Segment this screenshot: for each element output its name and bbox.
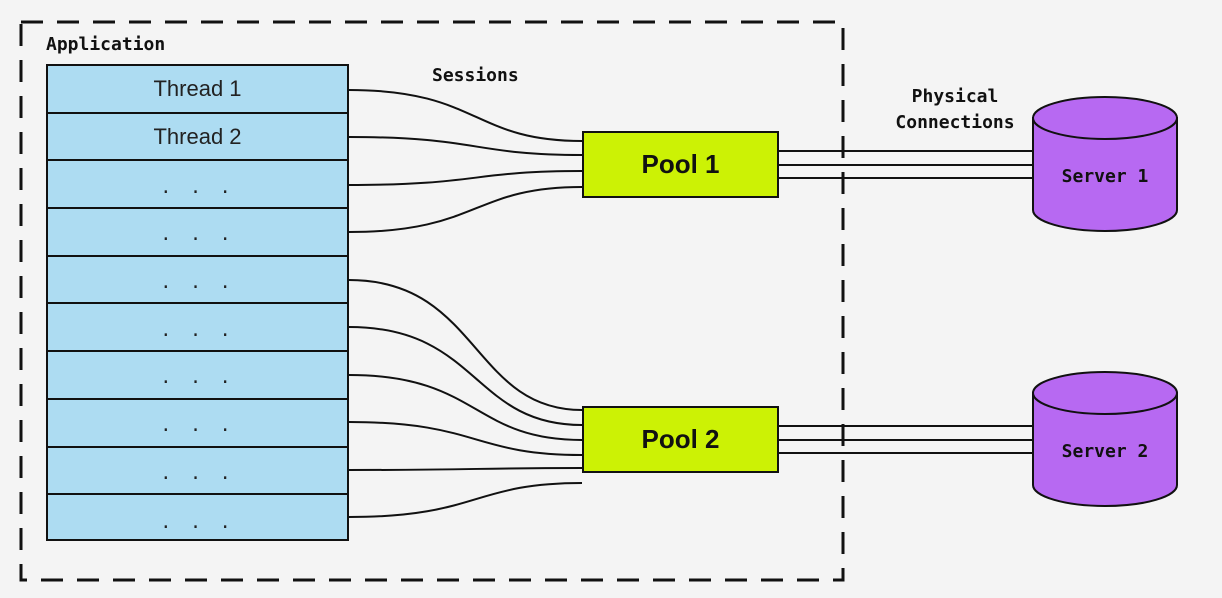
server-2-label: Server 2 <box>1061 441 1149 462</box>
pool-1-box: Pool 1 <box>582 131 779 198</box>
thread-list: Thread 1 Thread 2 . . . . . . . . . . . … <box>46 64 349 541</box>
thread-row: . . . <box>48 257 347 305</box>
physical-connection-lines <box>779 150 1033 454</box>
session-line <box>348 136 583 156</box>
application-label: Application <box>46 34 166 55</box>
session-line <box>348 279 583 411</box>
session-line <box>348 89 583 142</box>
session-line <box>348 326 583 426</box>
thread-row: . . . <box>48 352 347 400</box>
session-line <box>348 186 583 233</box>
session-line <box>348 482 583 518</box>
session-line <box>348 467 583 471</box>
session-line <box>348 374 583 441</box>
thread-row: Thread 1 <box>48 66 347 114</box>
physical-connections-label: Physical Connections <box>880 84 1030 136</box>
session-lines <box>348 89 583 518</box>
server-1-cylinder <box>1032 96 1178 232</box>
physical-connections-label-line-1: Physical <box>911 86 999 107</box>
server-cylinders <box>1032 96 1178 507</box>
pool-2-box: Pool 2 <box>582 406 779 473</box>
thread-row: . . . <box>48 161 347 210</box>
thread-row: . . . <box>48 448 347 496</box>
server-1-label: Server 1 <box>1061 166 1149 187</box>
server-2-cylinder <box>1032 371 1178 507</box>
thread-row: . . . <box>48 304 347 353</box>
physical-connections-label-line-2: Connections <box>895 112 1015 133</box>
session-line <box>348 170 583 186</box>
thread-row: . . . <box>48 400 347 448</box>
session-line <box>348 421 583 456</box>
thread-row: Thread 2 <box>48 114 347 162</box>
thread-row: . . . <box>160 511 235 533</box>
thread-row: . . . <box>48 209 347 257</box>
application-boundary <box>19 20 845 582</box>
sessions-label: Sessions <box>432 65 519 86</box>
